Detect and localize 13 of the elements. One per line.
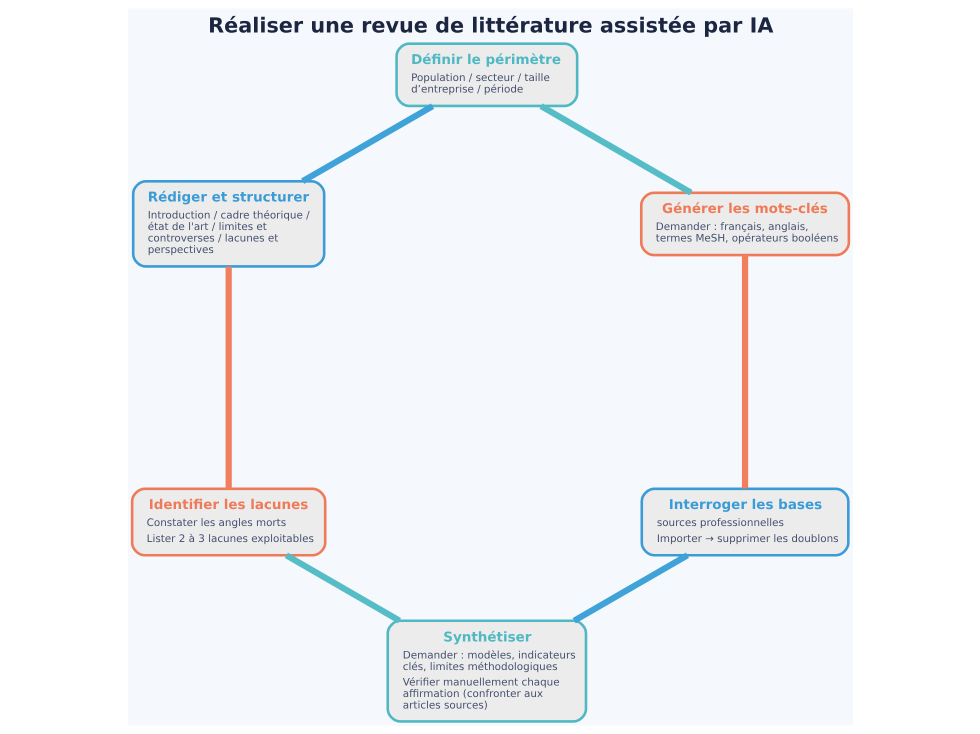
connector (572, 552, 688, 624)
connector (741, 255, 748, 488)
diagram-title: Réaliser une revue de littérature assistée par IA (208, 13, 773, 38)
node-box: Définir le périmètre Population / secteur / taille d’entreprise / période (394, 42, 578, 108)
connector (300, 104, 434, 184)
node-box: Interroger les bases sources professionnelles Importer → supprimer les doublons (640, 488, 850, 557)
connector (225, 266, 232, 489)
node-box: Identifier les lacunes Constater les angles morts Lister 2 à 3 lacunes exploitables (130, 488, 326, 557)
node-box: Générer les mots-clés Demander : français, anglais, termes MeSH, opérateurs booléens (639, 191, 850, 256)
node-box: Rédiger et structurer Introduction / cadre théorique / état de l'art / limites et controverses / lacunes et perspectives (131, 180, 325, 268)
connector (538, 103, 692, 196)
node-box: Synthétiser Demander : modèles, indicateurs clés, limites méthodologiques Vérifier manuellement chaque affirmation (confronter aux articles sources) (386, 619, 587, 723)
connector (284, 552, 401, 624)
